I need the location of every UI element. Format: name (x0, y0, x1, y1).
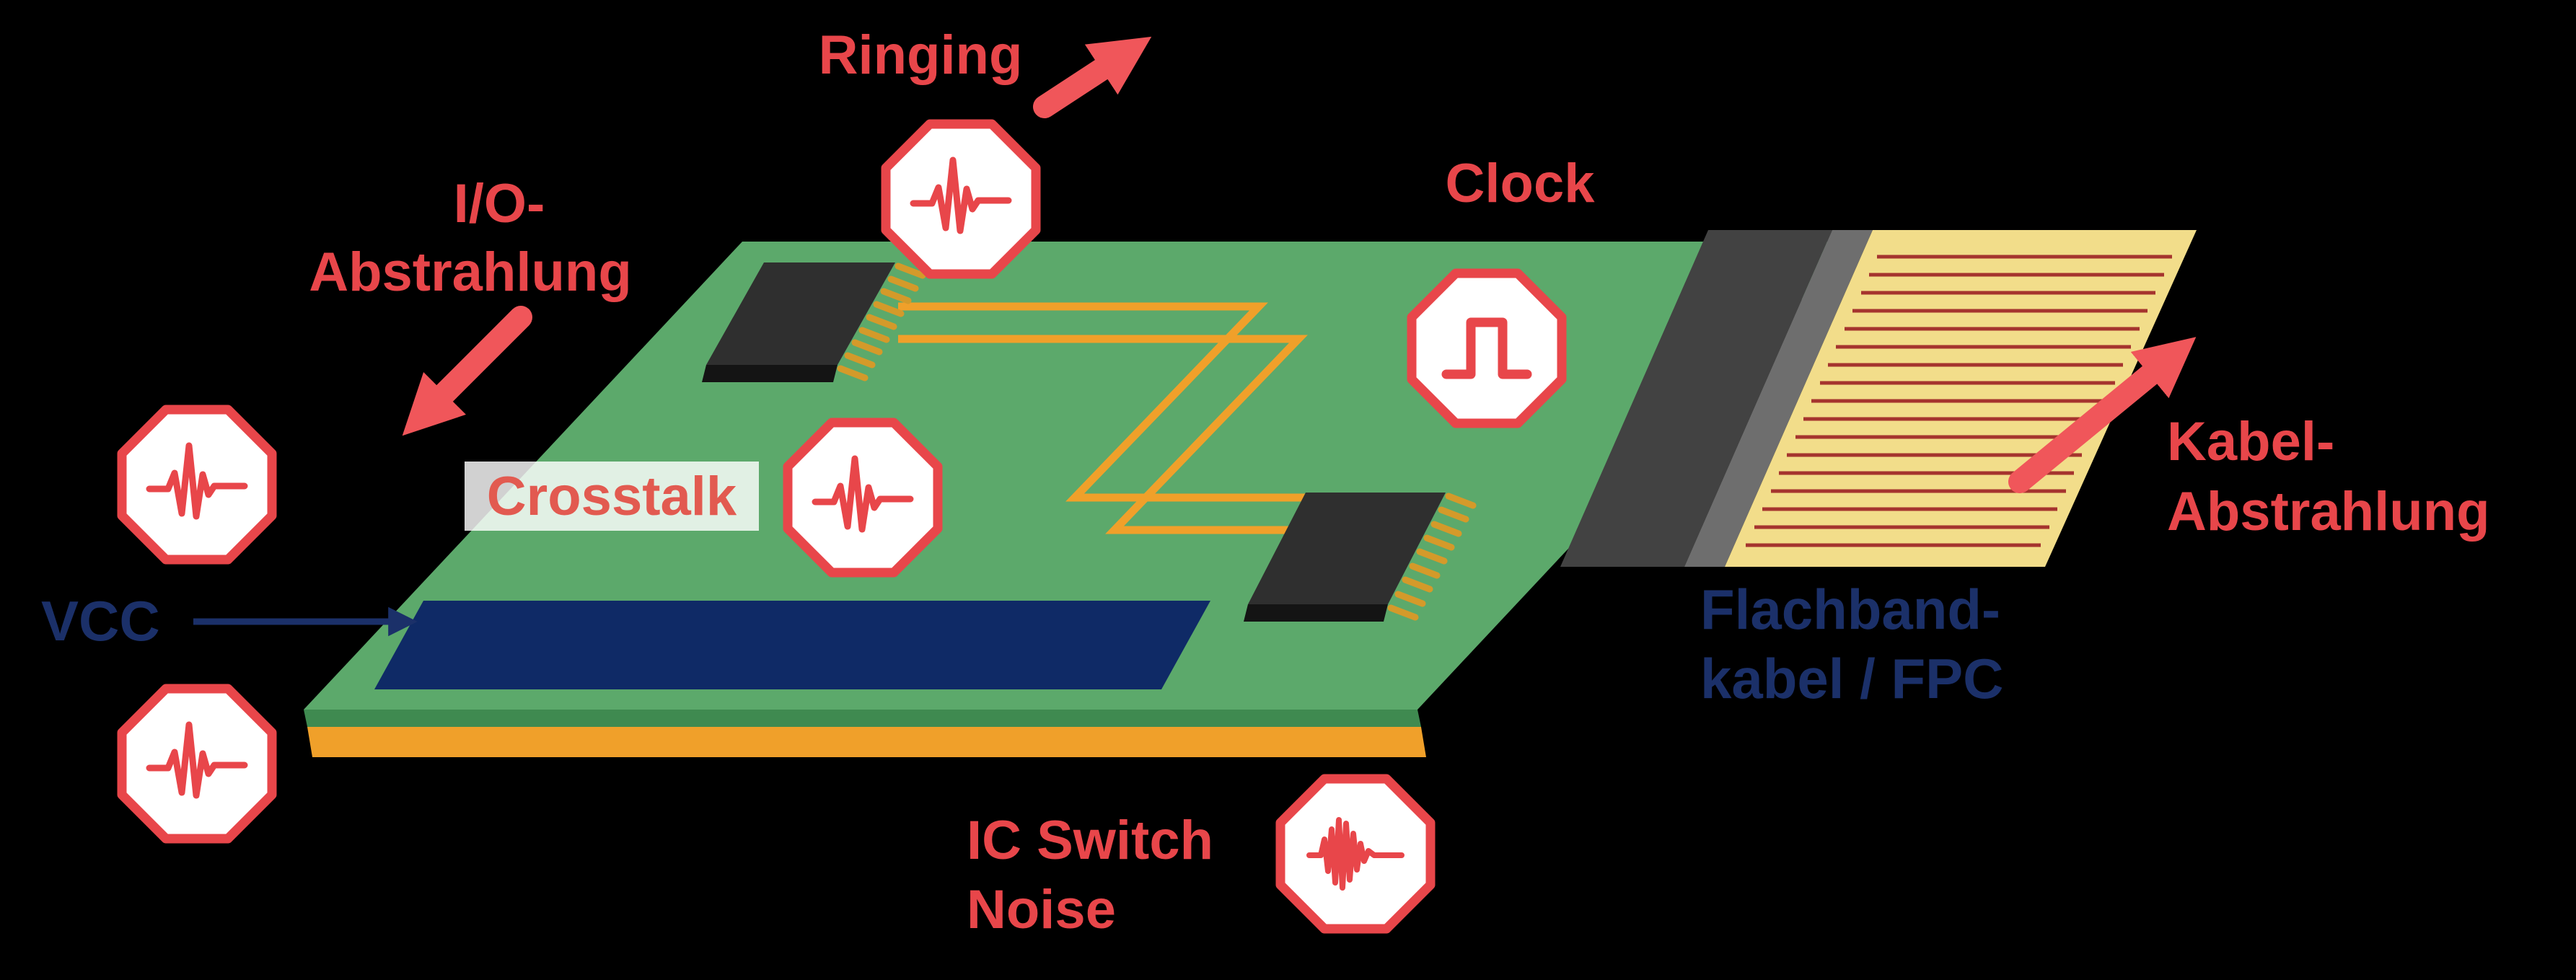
io-abstrahlung-label-line1: I/O- (454, 173, 545, 234)
ic-chip-2-body (1248, 493, 1446, 604)
crosstalk-badge-octagon (783, 418, 943, 578)
connector-edge (1684, 230, 1873, 567)
io-emission-arrow (402, 306, 532, 436)
flat-cable-wires (1746, 255, 2172, 547)
ringing-emission-arrow (1033, 36, 1152, 118)
crosstalk-label: Crosstalk (487, 466, 737, 527)
ic-switch-noise-label-line2: Noise (967, 879, 1116, 940)
ic-chip-1-pins (837, 262, 926, 381)
pcb-side-rim (304, 710, 1421, 727)
ic-chip-2-side (1244, 604, 1388, 622)
noise-badge (1275, 774, 1436, 934)
ringing-waveform-icon (910, 156, 1012, 234)
kabel-abstrahlung-label-line1: Kabel- (2167, 411, 2334, 472)
flat-cable-body (1725, 230, 2197, 567)
ic-chip-2 (1244, 493, 1477, 622)
vcc-label: VCC (41, 589, 160, 653)
flachbandkabel-label-line2: kabel / FPC (1700, 647, 2003, 710)
ringing-waveform-icon (146, 721, 248, 799)
cable-emission-arrow (2008, 337, 2197, 493)
clock-pulse-icon (1441, 317, 1532, 379)
ic-chip-1 (702, 262, 926, 382)
io-emission-badge-top-octagon (117, 405, 277, 565)
crosstalk-label-box (465, 462, 759, 531)
io-emission-badge-bottom-octagon (117, 684, 277, 844)
crosstalk-badge (783, 418, 943, 578)
pcb-bottom-edge (307, 727, 1426, 757)
board-connector (1560, 230, 1873, 567)
ringing-badge (881, 119, 1041, 279)
ic-chip-2-pins (1387, 493, 1477, 621)
connector-body (1560, 230, 1832, 567)
io-emission-badge-top (117, 405, 277, 565)
signal-trace-1 (898, 302, 1342, 502)
ic-chip-1-side (702, 365, 838, 382)
ringing-badge-octagon (881, 119, 1041, 279)
flat-cable (1725, 230, 2197, 567)
clock-label: Clock (1446, 153, 1596, 214)
clock-badge-octagon (1407, 268, 1567, 428)
signal-trace-2 (898, 335, 1342, 534)
kabel-abstrahlung-label-line2: Abstrahlung (2167, 481, 2490, 542)
noise-burst-icon (1306, 817, 1405, 891)
ringing-waveform-icon (146, 442, 248, 520)
flachbandkabel-label-line1: Flachband- (1700, 578, 2000, 641)
ringing-label: Ringing (819, 25, 1023, 86)
ringing-waveform-icon (812, 455, 914, 533)
ic-switch-noise-label-line1: IC Switch (967, 810, 1213, 871)
io-emission-badge-bottom (117, 684, 277, 844)
clock-badge (1407, 268, 1567, 428)
ic-chip-1-body (706, 262, 895, 365)
vcc-plane (374, 601, 1210, 689)
io-abstrahlung-label-line2: Abstrahlung (309, 242, 632, 303)
